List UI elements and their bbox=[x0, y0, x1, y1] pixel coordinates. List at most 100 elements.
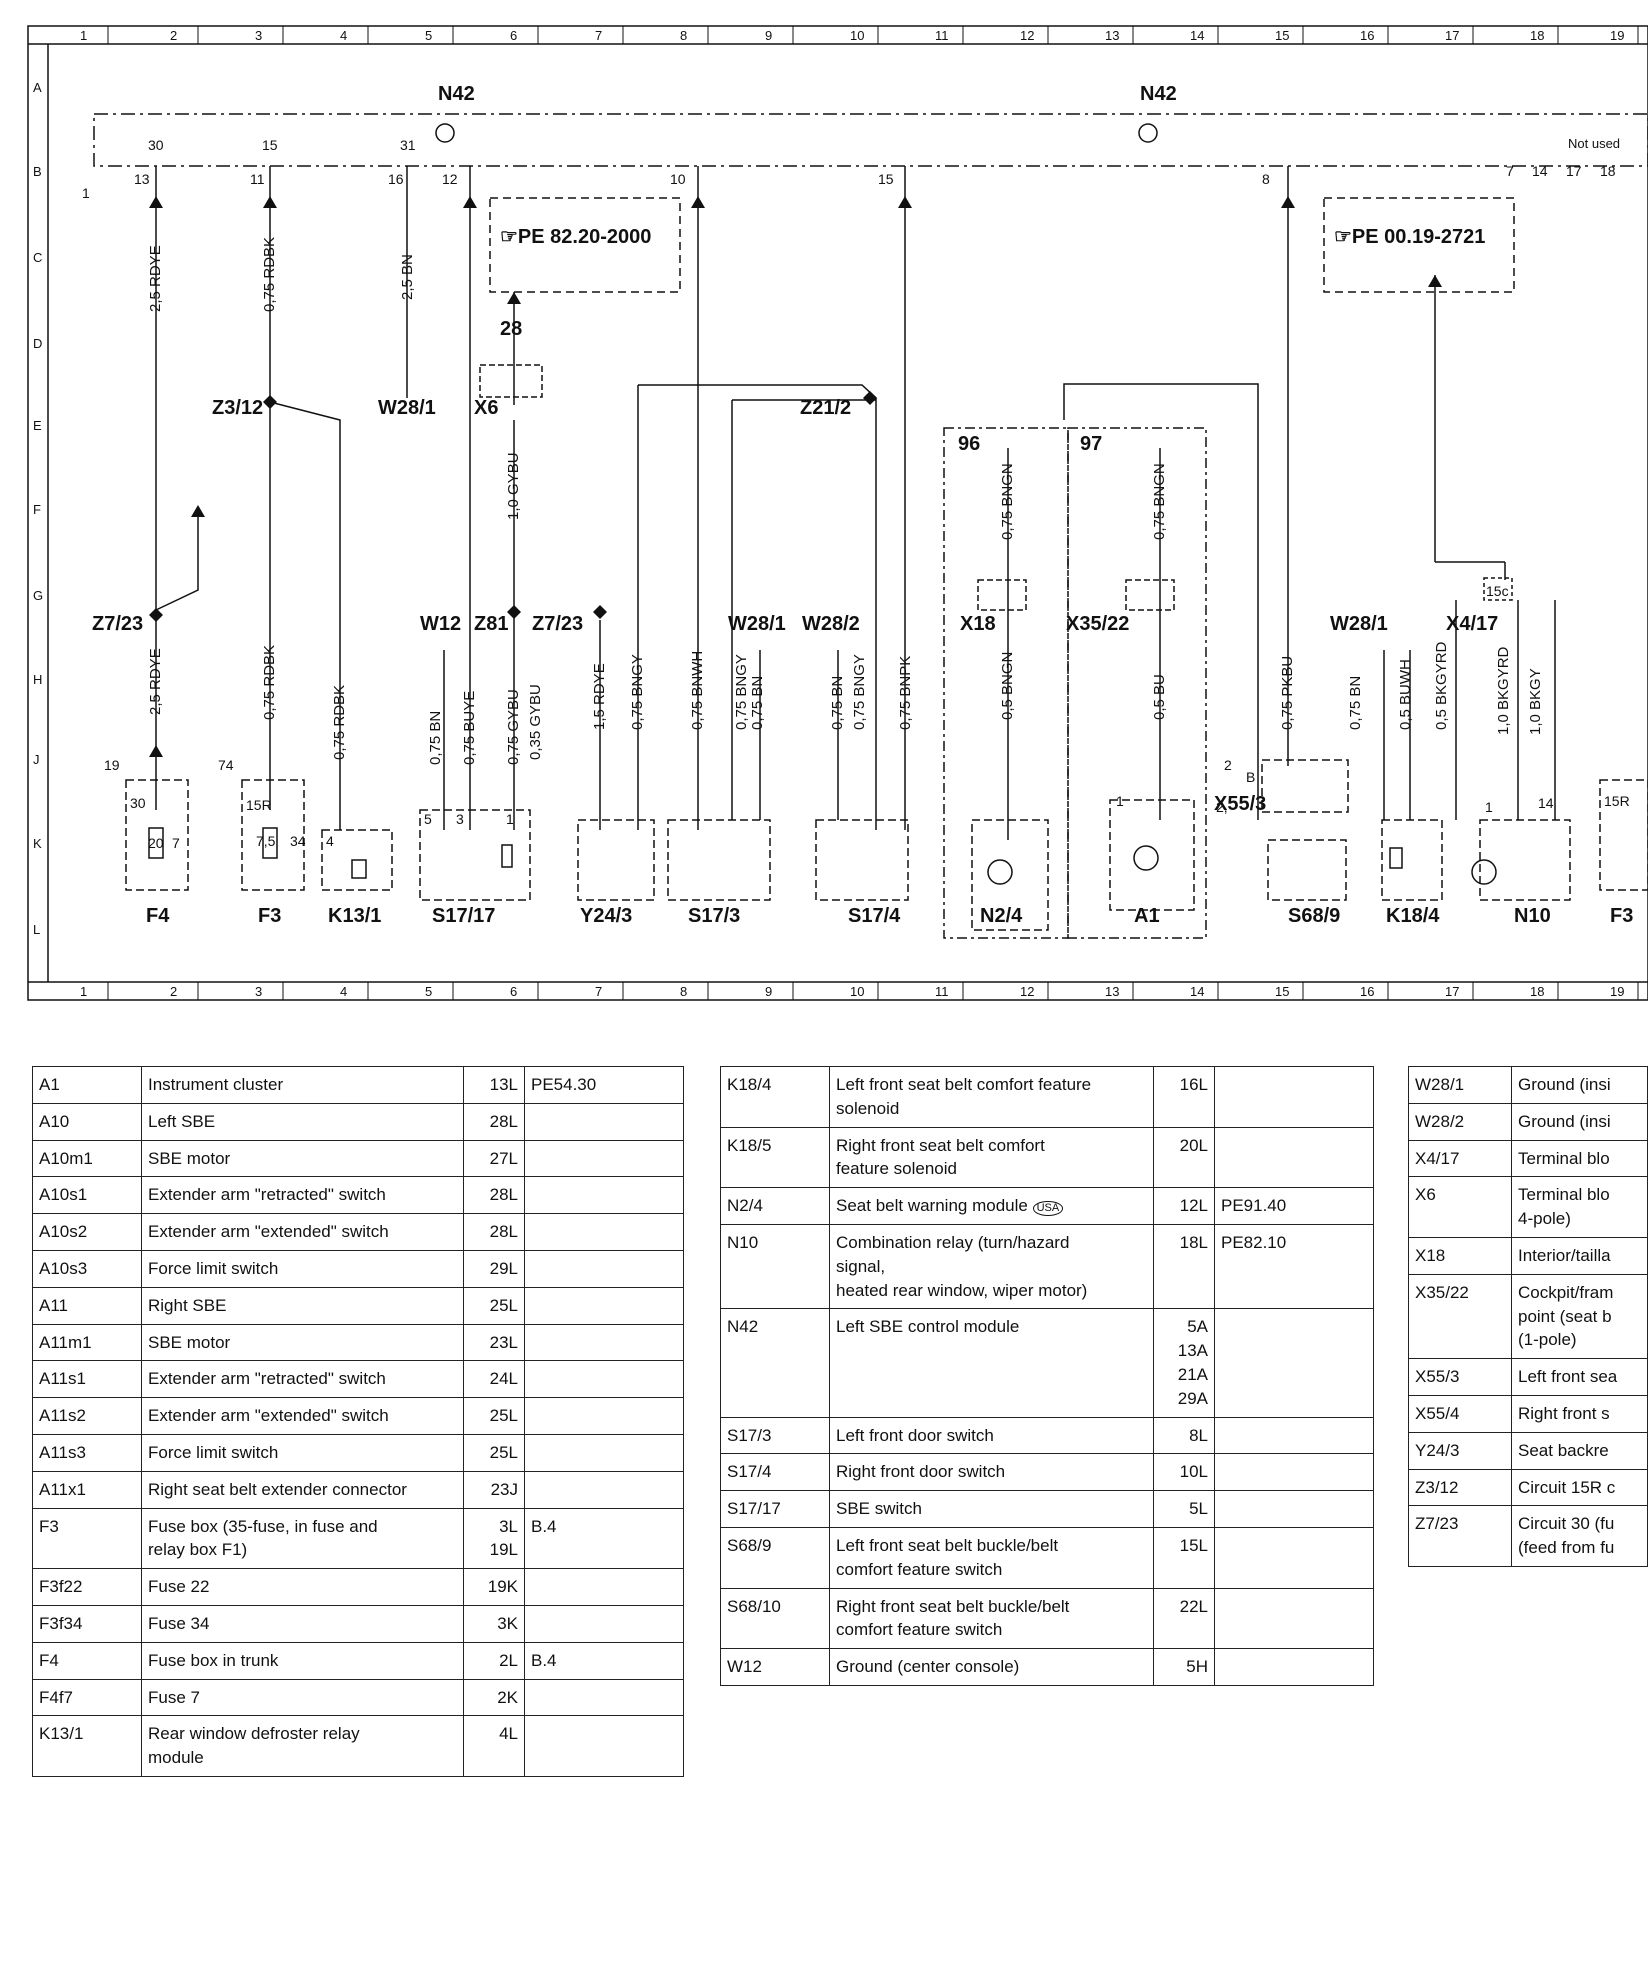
pin-number: 8 bbox=[1262, 171, 1270, 187]
wire-label: 2,5 BN bbox=[399, 254, 416, 300]
legend-code: A11s2 bbox=[32, 1397, 142, 1435]
grid-col: 17 bbox=[1445, 28, 1459, 43]
legend-ref bbox=[1214, 1308, 1374, 1418]
wire-label: 0,75 BN bbox=[749, 676, 766, 730]
connector-label: X4/17 bbox=[1446, 613, 1498, 635]
legend-desc: Right front seat belt buckle/belt comfor… bbox=[829, 1587, 1154, 1650]
component-label: A1 bbox=[1134, 905, 1160, 927]
pin-number: 30 bbox=[148, 137, 164, 153]
legend-loc: 2L bbox=[463, 1641, 525, 1680]
legend-desc: SBE motor bbox=[141, 1139, 464, 1178]
legend-loc: 3K bbox=[463, 1604, 525, 1643]
connector-label: Z21/2 bbox=[800, 397, 851, 419]
component-label: F3 bbox=[1610, 905, 1633, 927]
grid-col: 18 bbox=[1530, 984, 1544, 999]
wire-label: 0,75 BN bbox=[829, 676, 846, 730]
grid-col: 9 bbox=[765, 984, 772, 999]
legend-code: N2/4 bbox=[720, 1187, 830, 1225]
wire-label: 0,75 PKBU bbox=[1279, 656, 1296, 730]
legend-desc: Right seat belt extender connector bbox=[141, 1470, 464, 1509]
wire-label: 0,5 BKGYRD bbox=[1433, 641, 1450, 730]
pin-number: 19 bbox=[104, 757, 120, 773]
grid-col: 17 bbox=[1445, 984, 1459, 999]
legend-code: A11 bbox=[32, 1286, 142, 1325]
legend-desc-text: Extender arm "extended" switch bbox=[148, 1406, 389, 1426]
legend-desc-text: Extender arm "retracted" switch bbox=[148, 1369, 386, 1389]
wire-label: 2,5 RDYE bbox=[147, 648, 164, 715]
pin-number: 4 bbox=[326, 833, 334, 849]
legend-desc-text: SBE motor bbox=[148, 1332, 231, 1352]
ref-97: 97 bbox=[1080, 433, 1102, 455]
legend-desc-text: Right front seat belt buckle/belt comfor… bbox=[836, 1596, 1070, 1640]
grid-col: 2 bbox=[170, 28, 177, 43]
legend-desc-text: Extender arm "extended" switch bbox=[148, 1222, 389, 1242]
component-label: S68/9 bbox=[1288, 905, 1340, 927]
pin-number: 12 bbox=[442, 171, 458, 187]
legend-desc-text: Interior/tailla bbox=[1518, 1245, 1611, 1265]
legend-code: X18 bbox=[1408, 1236, 1512, 1275]
legend-loc: 10L bbox=[1153, 1453, 1215, 1492]
legend-loc: 23L bbox=[463, 1323, 525, 1362]
legend-code: Z7/23 bbox=[1408, 1505, 1512, 1567]
connector-label: Z7/23 bbox=[92, 613, 143, 635]
legend-ref bbox=[524, 1397, 684, 1435]
legend-ref bbox=[524, 1249, 684, 1288]
legend-ref bbox=[1214, 1587, 1374, 1650]
legend-code: A1 bbox=[32, 1066, 142, 1104]
legend-desc: Seat belt warning module USA bbox=[829, 1187, 1154, 1225]
grid-col: 3 bbox=[255, 984, 262, 999]
grid-row: F bbox=[33, 502, 41, 517]
pin-number: 15R bbox=[246, 797, 272, 813]
legend-desc: Right front door switch bbox=[829, 1453, 1154, 1492]
wire-label: 0,75 RDBK bbox=[261, 645, 278, 720]
grid-col: 15 bbox=[1275, 28, 1289, 43]
pe-reference: ☞PE 00.19-2721 bbox=[1334, 226, 1485, 248]
pin-number: 1 bbox=[1116, 793, 1124, 809]
wire-label: 1,0 GYBU bbox=[505, 452, 522, 520]
wire-label: 0,5 BU bbox=[1151, 674, 1168, 720]
legend-loc: 28L bbox=[463, 1176, 525, 1215]
grid-col: 6 bbox=[510, 28, 517, 43]
legend-desc-text: Right front door switch bbox=[836, 1462, 1006, 1482]
grid-col: 11 bbox=[935, 984, 949, 999]
wire-label: 1,5 RDYE bbox=[591, 663, 608, 730]
grid-col: 18 bbox=[1530, 28, 1544, 43]
pin-number: 7 bbox=[172, 835, 180, 851]
legend-ref bbox=[524, 1286, 684, 1325]
wire-label: 0,75 RDBK bbox=[331, 685, 348, 760]
legend-desc-text: Extender arm "retracted" switch bbox=[148, 1185, 386, 1205]
connector-label: W28/1 bbox=[728, 613, 786, 635]
wire-label: 2,5 RDYE bbox=[147, 245, 164, 312]
legend-desc-text: Combination relay (turn/hazard signal, h… bbox=[836, 1232, 1088, 1300]
legend-desc: Interior/tailla bbox=[1511, 1236, 1648, 1275]
ref-96: 96 bbox=[958, 433, 980, 455]
wire-label: 0,75 BN bbox=[1347, 676, 1364, 730]
wire-label: 1,0 BKGY bbox=[1527, 668, 1544, 735]
legend-loc: 5L bbox=[1153, 1490, 1215, 1528]
legend-ref bbox=[524, 1604, 684, 1643]
legend-code: F3 bbox=[32, 1507, 142, 1570]
grid-row: G bbox=[33, 588, 43, 603]
grid-col: 4 bbox=[340, 28, 347, 43]
component-label: F3 bbox=[258, 905, 281, 927]
pe-reference: ☞PE 82.20-2000 bbox=[500, 226, 651, 248]
usa-badge: USA bbox=[1032, 1201, 1064, 1217]
legend-ref bbox=[524, 1102, 684, 1141]
